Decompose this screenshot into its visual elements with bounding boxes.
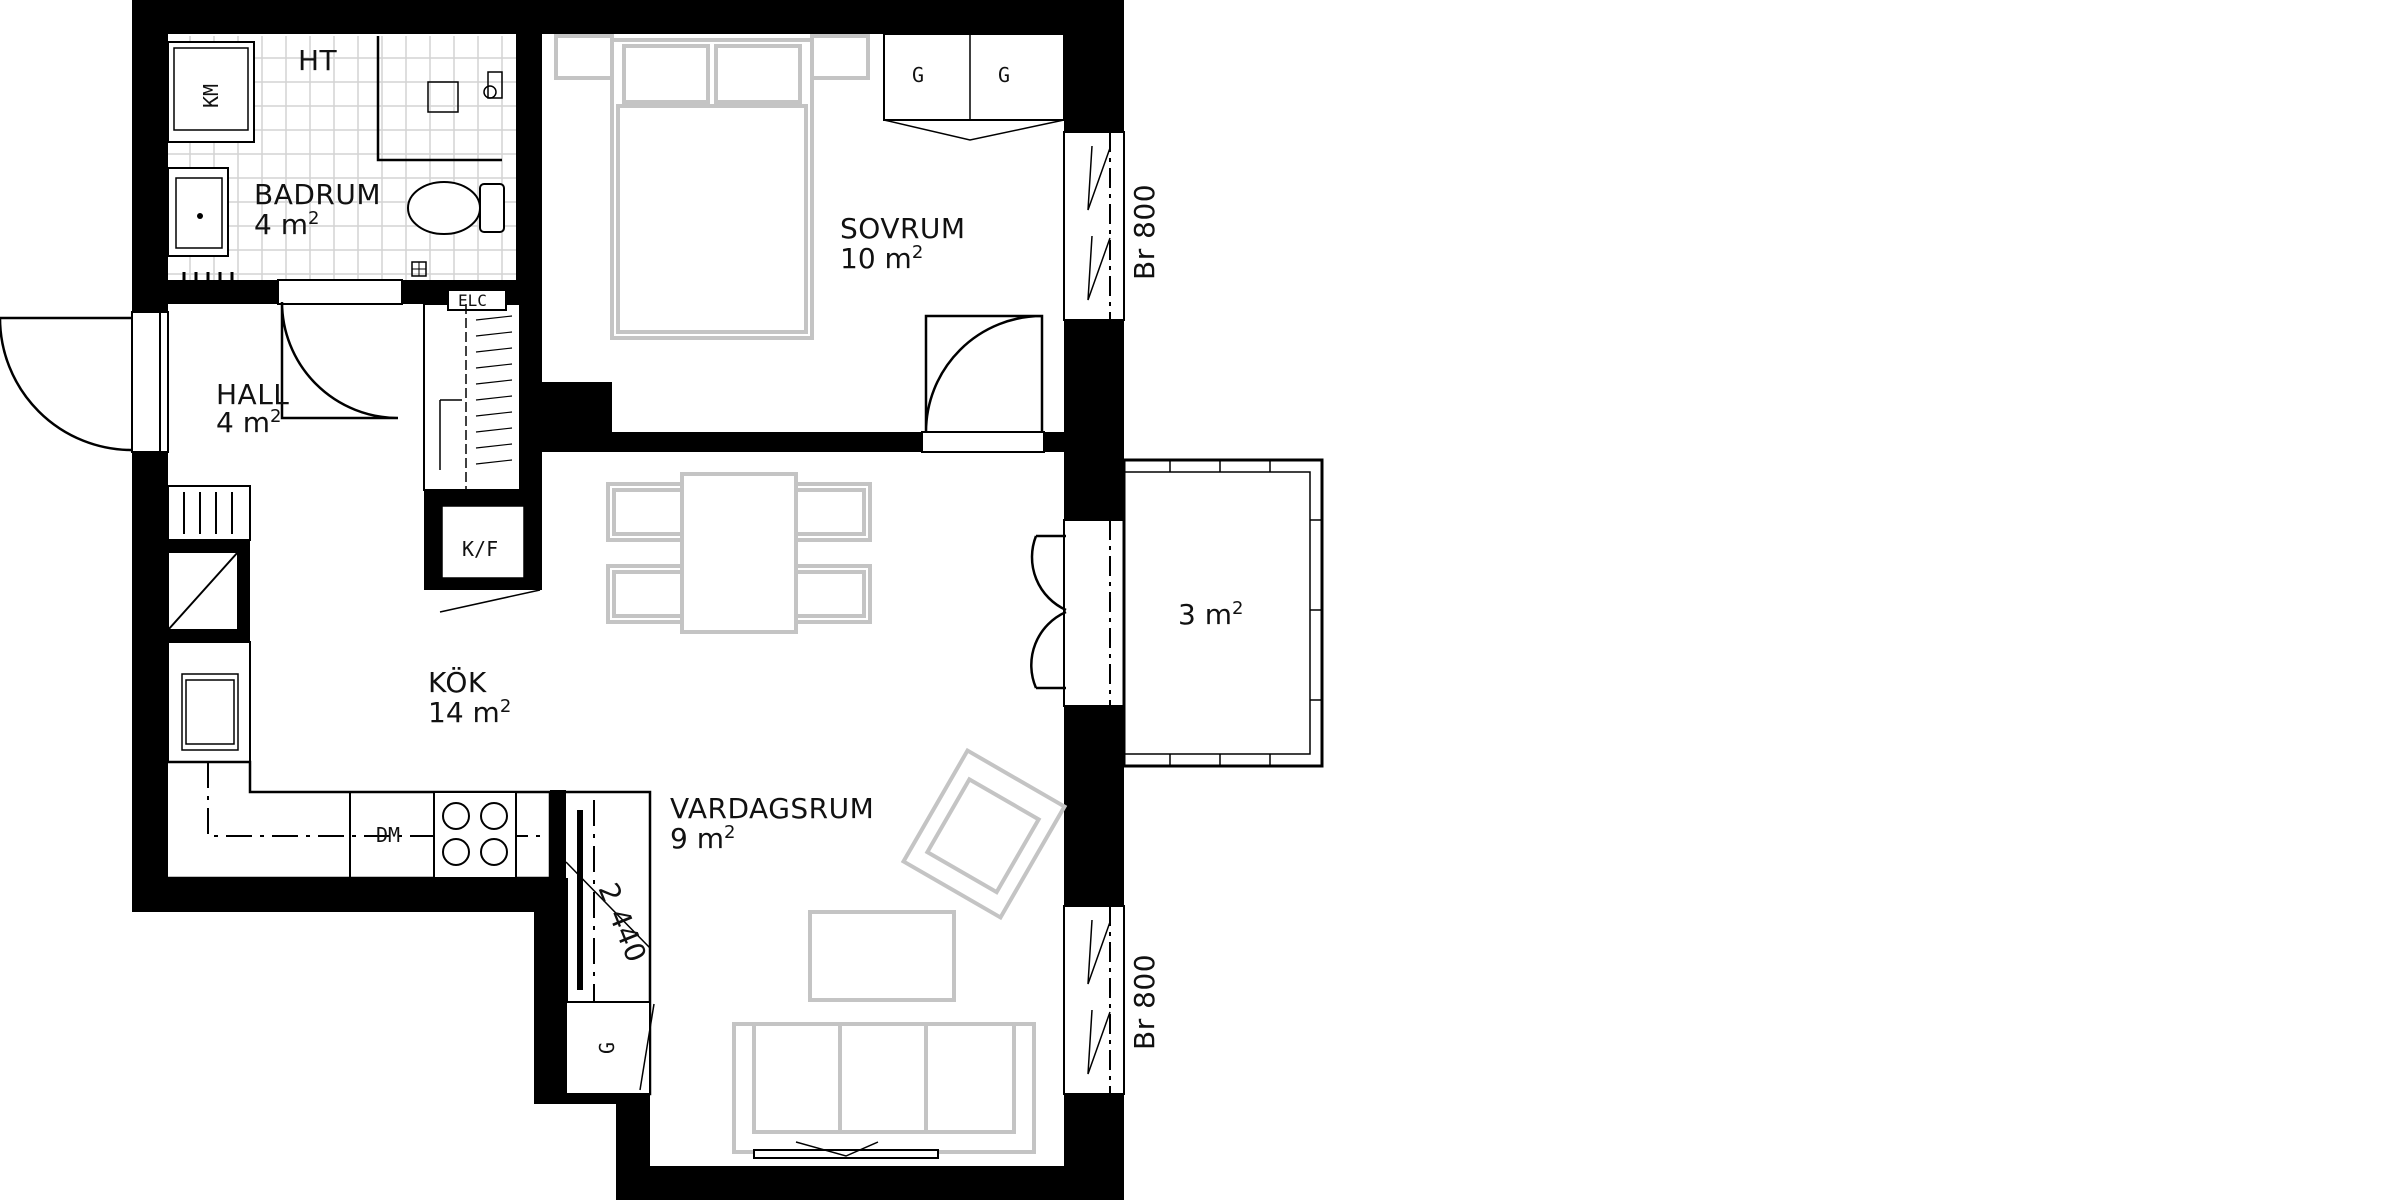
ht-label: HT: [298, 44, 338, 77]
bathroom-door[interactable]: [277, 279, 403, 420]
wall-bed-living: [542, 432, 922, 452]
stove: [433, 791, 517, 879]
kitchen-left-units: [167, 485, 251, 763]
wall-kf-top: [424, 490, 542, 506]
armchair: [900, 747, 1068, 921]
wall-right-2: [1064, 320, 1124, 520]
svg-text:4 m2: 4 m2: [216, 406, 281, 439]
bathroom-fixtures: [167, 36, 505, 280]
wall-right-3: [1064, 706, 1124, 906]
washing-machine: [167, 41, 255, 143]
toilet: [407, 181, 481, 235]
svg-text:9 m2: 9 m2: [670, 822, 735, 855]
vardagsrum-name: VARDAGSRUM: [670, 792, 874, 825]
wall-top-bed: [542, 0, 1124, 34]
bed: [610, 38, 814, 340]
fixture-labels: HT KM G G ELC K/F DM G: [199, 44, 1010, 1054]
wall-kf-bottom: [424, 578, 542, 590]
g-label-1: G: [912, 63, 924, 87]
svg-text:4 m2: 4 m2: [254, 208, 319, 241]
wardrobe-hall: [423, 289, 521, 491]
wall-left: [132, 452, 168, 912]
hall-area: 4 m: [216, 406, 270, 439]
room-labels: BADRUM 4 m2 SOVRUM 10 m2 HALL 4 m2 KÖK 1…: [216, 178, 1243, 855]
svg-text:14 m2: 14 m2: [428, 696, 511, 729]
wall-bed-step: [542, 382, 612, 452]
window-bedroom: [1063, 131, 1125, 321]
hall-name: HALL: [216, 378, 289, 411]
dm-label: DM: [376, 823, 400, 847]
living-furniture: [732, 747, 1068, 1159]
wall-bath-bottom-l: [132, 280, 278, 304]
km-label: KM: [199, 84, 223, 108]
vardagsrum-area: 9 m: [670, 822, 724, 855]
balcony: [1122, 458, 1324, 768]
wardrobe-bedroom: [883, 33, 1065, 121]
coffee-table: [808, 910, 956, 1002]
badrum-area: 4 m: [254, 208, 308, 241]
g-label-2: G: [998, 63, 1010, 87]
wall-left-unit-r: [238, 540, 250, 642]
wall-length-label: 2 440: [592, 878, 654, 967]
kf-label: K/F: [462, 537, 498, 561]
window-width-bottom: Br 800: [1128, 954, 1161, 1050]
svg-text:10 m2: 10 m2: [840, 242, 923, 275]
wall-tv: [550, 790, 566, 990]
wall-top-bath: [132, 0, 542, 34]
balcony-door[interactable]: [1030, 519, 1125, 707]
wall-kf-left: [424, 490, 442, 590]
svg-text:3 m2: 3 m2: [1178, 598, 1243, 631]
sovrum-area: 10 m: [840, 242, 912, 275]
sovrum-name: SOVRUM: [840, 212, 966, 245]
elc-label: ELC: [458, 291, 487, 310]
tv-wall-unit: [565, 790, 655, 1096]
wall-left-unit-b: [160, 630, 250, 642]
kok-area: 14 m: [428, 696, 500, 729]
kitchen-counter: [168, 760, 552, 880]
wall-bath-bed: [516, 0, 542, 300]
balkong-area: 3 m: [1178, 598, 1232, 631]
bedroom-furniture: [554, 33, 1065, 340]
front-door[interactable]: [0, 311, 169, 453]
wall-bed-living-r: [1044, 432, 1066, 452]
dining-set: [606, 472, 872, 634]
wall-bottom-kitchen: [132, 878, 550, 912]
window-width-top: Br 800: [1128, 184, 1161, 280]
sink: [167, 167, 229, 257]
fridge-freezer: [441, 505, 525, 579]
wall-wardrobe: [520, 300, 542, 500]
bedroom-door[interactable]: [921, 314, 1045, 453]
walls: [132, 0, 1124, 1200]
wall-left-unit: [160, 540, 250, 552]
wardrobe-living: [565, 1001, 651, 1095]
g-label-3: G: [595, 1042, 619, 1054]
window-living: [1063, 905, 1125, 1095]
wall-bottom: [616, 1166, 1124, 1200]
badrum-name: BADRUM: [254, 178, 381, 211]
kok-name: KÖK: [428, 665, 487, 699]
wall-left-bath: [132, 0, 168, 312]
wall-right-1: [1064, 0, 1124, 132]
wall-right-4: [1064, 1094, 1124, 1200]
wall-kf-right: [524, 490, 542, 590]
